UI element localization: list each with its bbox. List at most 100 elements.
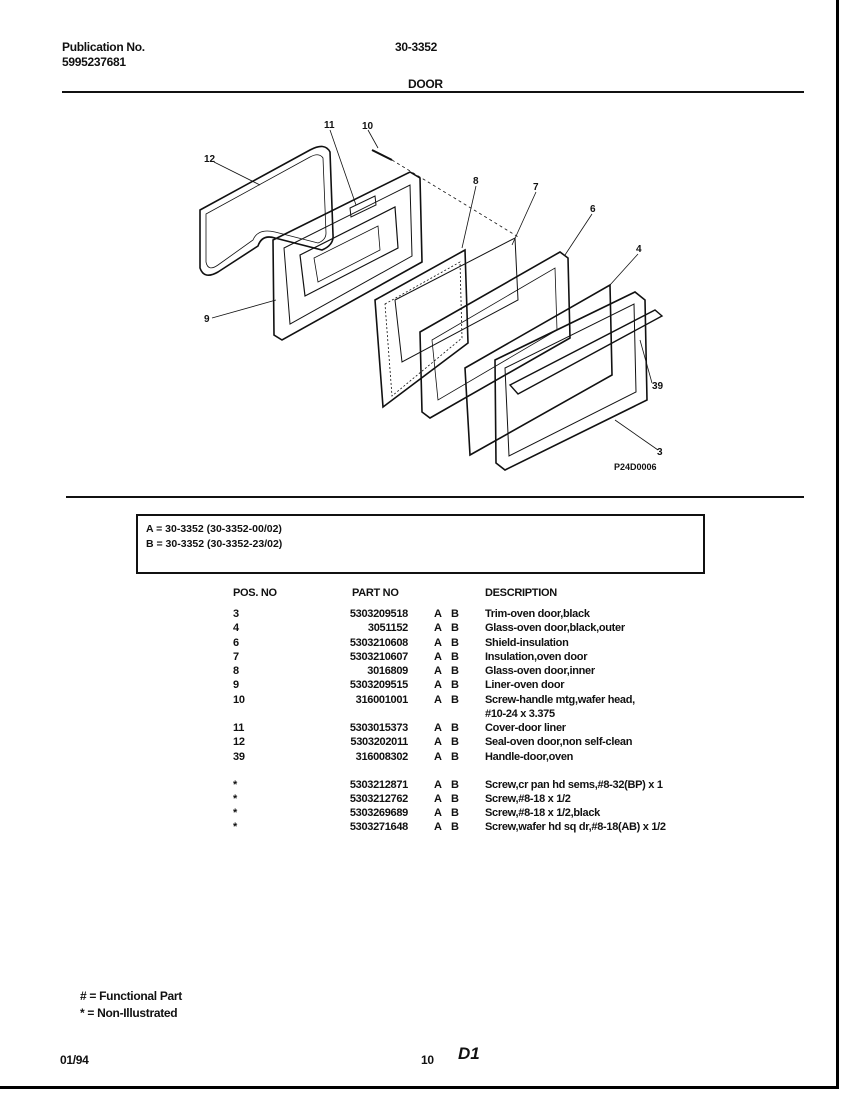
- model-b-cell: B: [451, 751, 459, 763]
- part-cell: 5303202011: [350, 736, 408, 748]
- description-cell: Screw,#8-18 x 1/2: [485, 793, 571, 805]
- part-trim-frame: [494, 291, 648, 471]
- model-a-cell: A: [434, 779, 442, 791]
- pos-cell: 4: [233, 622, 239, 634]
- part-inner-glass: [374, 248, 469, 409]
- pos-cell: 8: [233, 665, 239, 677]
- model-a-cell: A: [434, 751, 442, 763]
- part-cell: 5303209515: [349, 679, 408, 691]
- description-cell: Screw,cr pan hd sems,#8-32(BP) x 1: [485, 779, 663, 791]
- model-a-cell: A: [434, 637, 442, 649]
- model-a-cell: A: [434, 821, 442, 833]
- description-cell: Insulation,oven door: [485, 651, 588, 663]
- part-cell: 3051152: [367, 622, 408, 634]
- model-a-cell: A: [434, 679, 442, 691]
- model-a-cell: A: [434, 608, 442, 620]
- model-a-cell: A: [434, 807, 442, 819]
- part-liner: [272, 171, 423, 341]
- pos-cell: 39: [233, 751, 245, 763]
- part-cell: 5303015373: [349, 722, 408, 734]
- description-cell: Handle-door,oven: [485, 751, 574, 763]
- description-cell: Screw,#8-18 x 1/2,black: [485, 807, 600, 819]
- model-b-cell: B: [451, 793, 459, 805]
- callout-6: 6: [590, 204, 596, 215]
- legend-line-b: B = 30-3352 (30-3352-23/02): [146, 538, 283, 550]
- model-b-cell: B: [451, 637, 459, 649]
- pos-cell: 7: [233, 651, 239, 663]
- model-b-cell: B: [451, 608, 459, 620]
- part-cell: 316001001: [355, 694, 409, 706]
- model-b-cell: B: [451, 736, 459, 748]
- part-cell: 5303212762: [349, 793, 408, 805]
- pos-cell: *: [233, 807, 237, 819]
- pos-cell: 10: [233, 694, 245, 706]
- callout-10: 10: [362, 121, 374, 132]
- model-a-cell: A: [434, 651, 442, 663]
- model-a-cell: A: [434, 665, 442, 677]
- model-a-cell: A: [434, 793, 442, 805]
- part-seal-inner: [205, 154, 327, 269]
- model-b-cell: B: [451, 821, 459, 833]
- diagram-rule: [66, 496, 804, 498]
- part-cell: 5303210607: [349, 651, 408, 663]
- description-cell: Seal-oven door,non self-clean: [485, 736, 633, 748]
- model-b-cell: B: [451, 679, 459, 691]
- description-cell: Glass-oven door,black,outer: [485, 622, 625, 634]
- table-row: #10-24 x 3.375: [0, 708, 848, 722]
- pos-cell: 3: [233, 608, 239, 620]
- pos-cell: *: [233, 821, 237, 833]
- publication-label: Publication No.: [62, 40, 145, 54]
- model-b-cell: B: [451, 622, 459, 634]
- part-handle: [508, 309, 664, 395]
- callout-39: 39: [652, 381, 664, 392]
- publication-number: 5995237681: [62, 55, 126, 69]
- model-a-cell: A: [434, 694, 442, 706]
- pos-cell: *: [233, 779, 237, 791]
- model-a-cell: A: [434, 722, 442, 734]
- section-code: D1: [458, 1044, 480, 1063]
- part-shield: [419, 251, 571, 419]
- part-seal-outline: [199, 145, 334, 276]
- non-illustrated-note: * = Non-Illustrated: [80, 1006, 178, 1020]
- part-cell: 5303209518: [349, 608, 408, 620]
- model-b-cell: B: [451, 807, 459, 819]
- model-legend-box: A = 30-3352 (30-3352-00/02) B = 30-3352 …: [136, 514, 705, 574]
- legend-line-a: A = 30-3352 (30-3352-00/02): [146, 523, 282, 535]
- part-cell: 3016809: [367, 665, 408, 677]
- pos-cell: 12: [233, 736, 245, 748]
- model-b-cell: B: [451, 665, 459, 677]
- part-cell: 5303212871: [349, 779, 408, 791]
- callout-3: 3: [657, 447, 663, 458]
- callout-7: 7: [533, 182, 539, 193]
- part-cell: 5303269689: [349, 807, 408, 819]
- description-cell: #10-24 x 3.375: [485, 708, 555, 720]
- description-cell: Screw-handle mtg,wafer head,: [485, 694, 635, 706]
- door-exploded-diagram: 12 11 10 8 7 6 4 9 39 3 P24D0006: [199, 120, 664, 472]
- callout-8: 8: [473, 176, 479, 187]
- pos-cell: 6: [233, 637, 239, 649]
- callout-11: 11: [324, 120, 335, 131]
- description-cell: Screw,wafer hd sq dr,#8-18(AB) x 1/2: [485, 821, 666, 833]
- header-description: DESCRIPTION: [485, 587, 557, 599]
- header-rule: [62, 91, 804, 93]
- model-b-cell: B: [451, 722, 459, 734]
- model-a-cell: A: [434, 622, 442, 634]
- description-cell: Cover-door liner: [485, 722, 566, 734]
- part-screw: [371, 149, 393, 161]
- description-cell: Trim-oven door,black: [485, 608, 590, 620]
- figure-code: P24D0006: [614, 462, 657, 472]
